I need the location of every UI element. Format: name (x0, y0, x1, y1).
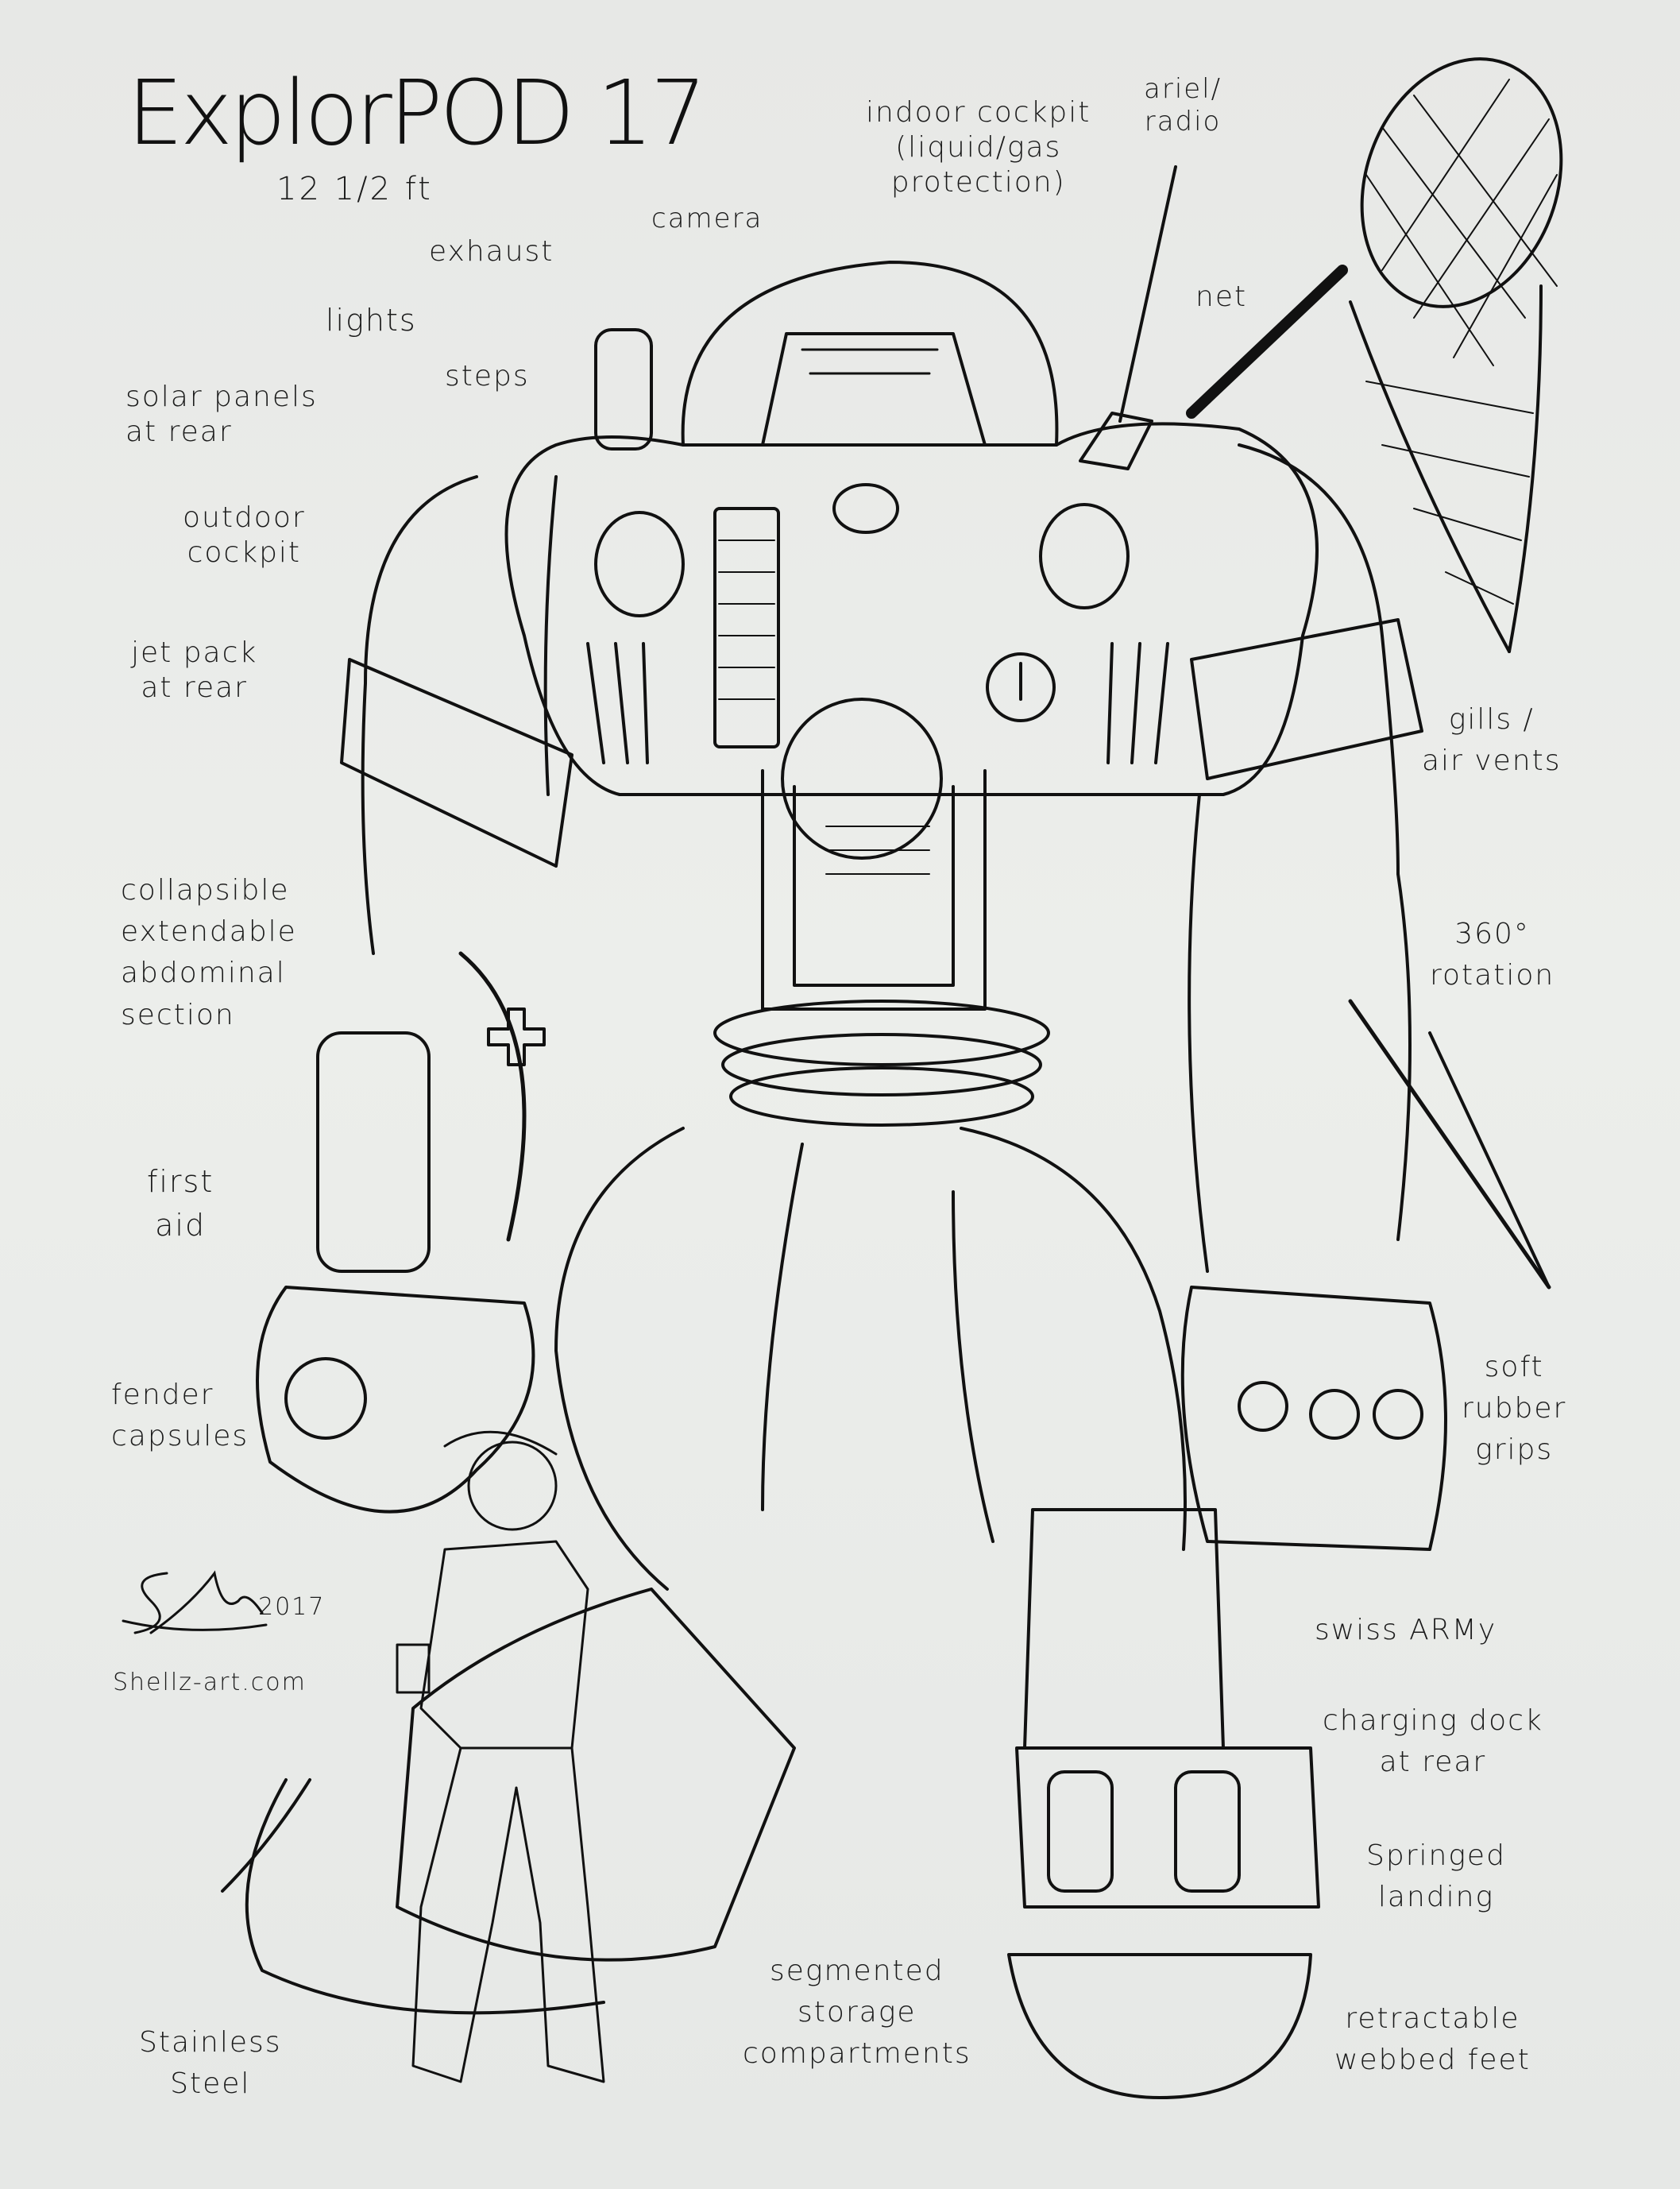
label-ariel-line2: radio (1144, 106, 1222, 138)
label-grips-line3: grips (1475, 1433, 1554, 1467)
label-springed-line1: Springed (1366, 1839, 1506, 1872)
right-leg (952, 1127, 1320, 2099)
label-indoor-cockpit-line2: (liquid/gas (895, 130, 1062, 164)
right-arm (1180, 443, 1551, 1551)
label-charging-dock: charging dock at rear (1323, 1700, 1543, 1783)
helmet-dome (681, 261, 1059, 534)
label-gills-line1: gills / (1448, 703, 1535, 736)
label-lights: lights (326, 303, 417, 338)
label-exhaust: exhaust (429, 235, 554, 268)
label-grips-line2: rubber (1462, 1392, 1567, 1425)
compass-icon (986, 652, 1056, 722)
left-arm (256, 475, 574, 1514)
net-tool (1186, 57, 1563, 653)
label-indoor-cockpit: indoor cockpit (liquid/gas protection) (866, 95, 1091, 200)
label-charging-line2: at rear (1379, 1746, 1487, 1779)
label-solar-panels-line1: solar panels (126, 381, 318, 413)
artist-signature (122, 1570, 268, 1634)
label-stainless-line1: Stainless (139, 2026, 282, 2059)
label-rotation: 360° rotation (1430, 914, 1554, 996)
label-jet-pack-line2: at rear (141, 671, 248, 704)
label-abdominal-line4: section (121, 998, 235, 1031)
boy-figure (396, 1430, 605, 2083)
label-first-aid: first aid (147, 1160, 214, 1247)
label-jet-pack-line1: jet pack (131, 636, 258, 669)
label-gills-line2: air vents (1422, 744, 1562, 778)
label-charging-line1: charging dock (1323, 1704, 1543, 1737)
height-label: 12 1/2 ft (276, 171, 433, 207)
label-outdoor-cockpit-line2: cockpit (187, 536, 302, 569)
label-grips-line1: soft (1484, 1351, 1544, 1383)
label-abdominal-line1: collapsible (121, 874, 290, 907)
label-segmented-line1: segmented (769, 1955, 944, 1987)
label-retractable-feet: retractable webbed feet (1334, 1998, 1531, 2081)
signature-year: 2017 (258, 1593, 326, 1621)
label-rotation-line1: 360° (1454, 918, 1530, 950)
label-fender-line2: capsules (111, 1420, 249, 1453)
label-stainless-line2: Steel (170, 2067, 251, 2101)
label-gills: gills / air vents (1422, 699, 1561, 782)
label-retractable-line2: webbed feet (1334, 2044, 1531, 2077)
plus-cross-icon (487, 1007, 546, 1066)
page-title: ExplorPOD 17 (127, 62, 707, 165)
torso (504, 422, 1319, 796)
label-fender-line1: fender (111, 1379, 214, 1411)
exhaust-pipe (594, 328, 653, 451)
label-springed-landing: Springed landing (1366, 1835, 1506, 1918)
label-outdoor-cockpit: outdoor cockpit (183, 501, 306, 570)
label-segmented-line3: compartments (743, 2037, 971, 2071)
label-retractable-line1: retractable (1345, 2002, 1520, 2035)
label-segmented-line2: storage (798, 1996, 917, 2029)
label-ariel-radio: ariel/ radio (1144, 73, 1222, 139)
abdominal-section (713, 1000, 1050, 1127)
label-rotation-line2: rotation (1430, 959, 1555, 992)
label-indoor-cockpit-line1: indoor cockpit (866, 96, 1091, 129)
label-steps: steps (445, 360, 530, 393)
label-ariel-line1: ariel/ (1144, 73, 1222, 105)
label-jet-pack: jet pack at rear (131, 636, 257, 706)
label-first-aid-line1: first (147, 1164, 214, 1199)
label-abdominal-line2: extendable (121, 915, 297, 949)
label-abdominal-section: collapsible extendable abdominal section (121, 870, 297, 1036)
label-first-aid-line2: aid (155, 1208, 207, 1243)
label-stainless-steel: Stainless Steel (139, 2022, 282, 2105)
label-solar-panels: solar panels at rear (126, 380, 318, 450)
label-abdominal-line3: abdominal (121, 957, 286, 990)
label-fender-capsules: fender capsules (111, 1375, 249, 1457)
label-indoor-cockpit-line3: protection) (890, 165, 1066, 199)
label-solar-panels-line2: at rear (126, 415, 233, 448)
label-segmented-storage: segmented storage compartments (743, 1951, 971, 2075)
label-rubber-grips: soft rubber grips (1462, 1347, 1566, 1472)
label-net: net (1195, 280, 1248, 313)
left-leg (221, 1127, 804, 2015)
label-outdoor-cockpit-line1: outdoor (183, 501, 306, 534)
label-camera: camera (651, 203, 763, 234)
outdoor-cockpit (761, 698, 987, 1011)
label-swiss-army: swiss ARMy (1315, 1614, 1497, 1646)
label-springed-line2: landing (1377, 1881, 1495, 1914)
artist-website: Shellz-art.com (113, 1669, 307, 1696)
